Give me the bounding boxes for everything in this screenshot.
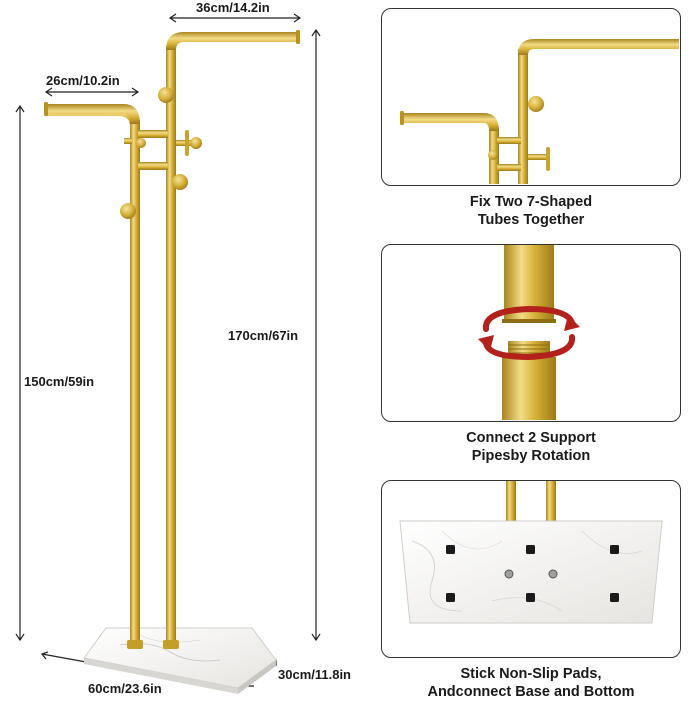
non-slip-pads [446, 545, 619, 602]
round-knobs [120, 87, 188, 219]
tall-pole [163, 30, 300, 649]
step-1-panel [381, 8, 681, 186]
step-1-caption: Fix Two 7-Shaped Tubes Together [381, 193, 681, 229]
step-2-caption: Connect 2 Support Pipesby Rotation [381, 429, 681, 465]
step-1-caption-line-1: Fix Two 7-Shaped [469, 194, 593, 210]
coat-rack-diagram [15, 13, 321, 694]
step-2-panel [381, 244, 681, 422]
marble-base-underside [399, 520, 663, 624]
step-2-caption-line-1: Connect 2 Support [466, 430, 596, 446]
screws [504, 569, 558, 579]
step-3-caption-line-2: Andconnect Base and Bottom [427, 684, 635, 700]
short-height-label: 150cm/59in [24, 374, 95, 389]
tall-height-label: 170cm/67in [228, 328, 299, 343]
step-3-caption-line-1: Stick Non-Slip Pads, [460, 666, 602, 682]
rotation-connect-illustration [478, 245, 580, 420]
step-3-panel [381, 480, 681, 658]
step-2-caption-line-2: Pipesby Rotation [471, 448, 591, 464]
rotation-arrow-icon [478, 305, 580, 361]
base-depth-label: 30cm/11.8in [278, 667, 351, 682]
short-pole [44, 102, 143, 649]
step-3-caption: Stick Non-Slip Pads, Andconnect Base and… [381, 665, 681, 701]
base-length-label: 60cm/23.6in [88, 681, 162, 696]
base-pads-illustration [399, 481, 663, 624]
tubes-together-illustration [400, 39, 679, 184]
top-width-label: 36cm/14.2in [196, 0, 270, 15]
step-1-caption-line-2: Tubes Together [477, 212, 585, 228]
arm-width-label: 26cm/10.2in [46, 73, 120, 88]
connectors [124, 130, 202, 170]
